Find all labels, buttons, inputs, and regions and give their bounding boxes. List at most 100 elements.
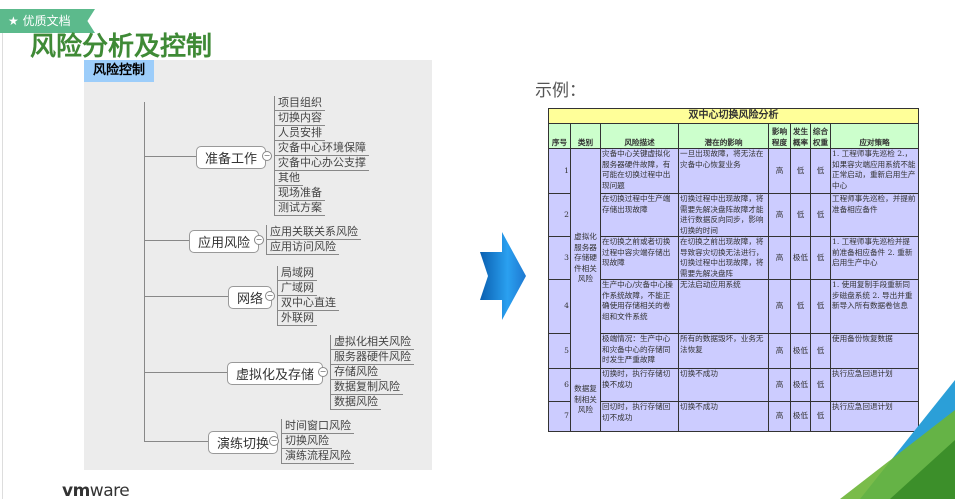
impact-degree: 高 (768, 279, 791, 334)
strategy: 使用备份恢复数据 (830, 333, 919, 369)
mindmap-branch: 准备工作 (196, 146, 267, 169)
impact-degree: 高 (768, 236, 791, 280)
collapse-icon: − (265, 291, 275, 301)
strategy: 工程师事先巡检，并提前准备相应备件 (830, 193, 919, 237)
collapse-icon: − (318, 367, 328, 377)
mindmap-leaf: 项目组织 (274, 96, 325, 111)
mindmap-leaf: 虚拟化相关风险 (330, 334, 414, 350)
mindmap-leaf: 局域网 (277, 266, 317, 281)
impact-degree: 高 (768, 148, 791, 194)
right-arrow-icon (480, 232, 526, 320)
risk-description: 生产中心/灾备中心操作系统故障，不能正确使用存储相关的卷组和文件系统 (600, 279, 679, 334)
column-header: 潜在的影响 (678, 123, 769, 149)
mindmap-leaf: 灾备中心环境保障 (274, 141, 369, 156)
quality-doc-badge: ★ 优质文档 (0, 9, 95, 33)
probability: 极低 (790, 401, 811, 432)
mindmap-leaf: 广域网 (277, 281, 317, 296)
slide-title: 风险分析及控制 (30, 32, 213, 62)
row-number: 4 (548, 279, 571, 334)
probability: 极低 (790, 368, 811, 402)
mindmap-leaf: 双中心直连 (277, 296, 339, 311)
example-label: 示例： (535, 81, 586, 101)
mindmap-leaf: 切换风险 (281, 433, 332, 449)
mindmap-connector (144, 240, 189, 241)
row-number: 5 (548, 333, 571, 369)
mindmap-leaf: 灾备中心办公支撑 (274, 156, 369, 171)
weight: 低 (810, 148, 831, 194)
collapse-icon: − (254, 235, 264, 245)
probability: 低 (790, 148, 811, 194)
star-icon: ★ (8, 14, 19, 28)
column-header: 综合权重 (810, 123, 831, 149)
risk-description: 在切换过程中生产端存储出现故障 (600, 193, 679, 237)
column-header: 应对策略 (830, 123, 919, 149)
mindmap-connector (144, 156, 196, 157)
mindmap-branch: 应用风险 (189, 230, 260, 253)
mindmap-spine (144, 102, 145, 441)
mindmap-branch: 网络 (228, 286, 273, 309)
row-number: 7 (548, 401, 571, 432)
column-header: 发生概率 (790, 123, 811, 149)
category-cell: 数据复制相关风险 (570, 368, 601, 432)
potential-impact: 切换过程中出现故障，将需要先解决盘阵故障才能进行数据反向同步，影响切换的时间 (678, 193, 769, 237)
risk-description: 灾备中心关键虚拟化服务器硬件故障，有可能在切换过程中出现问题 (600, 148, 679, 194)
mindmap-leaf: 时间窗口风险 (281, 418, 354, 434)
column-header: 序号 (548, 123, 571, 149)
table-title: 双中心切换风险分析 (548, 108, 919, 124)
mindmap-connector (144, 372, 227, 373)
mindmap-leaf: 现场准备 (274, 186, 325, 201)
column-header: 风险描述 (600, 123, 679, 149)
mindmap-leaf: 应用访问风险 (266, 240, 339, 255)
mindmap-leaf: 数据风险 (330, 394, 381, 410)
probability: 极低 (790, 236, 811, 280)
strategy: 1. 使用复制手段重新同步磁盘系统 2. 导出并重新导入所有数据卷信息 (830, 279, 919, 334)
potential-impact: 切换不成功 (678, 368, 769, 402)
risk-description: 切换时，执行存储切换不成功 (600, 368, 679, 402)
impact-degree: 高 (768, 193, 791, 237)
potential-impact: 切换不成功 (678, 401, 769, 432)
probability: 极低 (790, 333, 811, 369)
mindmap-leaf: 服务器硬件风险 (330, 349, 414, 365)
strategy: 执行应急回退计划 (830, 401, 919, 432)
weight: 低 (810, 368, 831, 402)
row-number: 1 (548, 148, 571, 194)
potential-impact: 一旦出现故障，将无法在灾备中心恢复业务 (678, 148, 769, 194)
mindmap-leaf: 应用关联关系风险 (266, 225, 361, 240)
risk-description: 在切换之前或者切换过程中容灾端存储出现故障 (600, 236, 679, 280)
collapse-icon: − (262, 151, 272, 161)
collapse-icon: − (269, 436, 279, 446)
column-header: 类别 (570, 123, 601, 149)
risk-description: 回切时，执行存储回切不成功 (600, 401, 679, 432)
impact-degree: 高 (768, 333, 791, 369)
mindmap-leaf: 数据复制风险 (330, 379, 403, 395)
weight: 低 (810, 236, 831, 280)
weight: 低 (810, 333, 831, 369)
mindmap-leaf: 人员安排 (274, 126, 325, 141)
mindmap: 风险控制 准备工作−项目组织切换内容人员安排灾备中心环境保障灾备中心办公支撑其他… (84, 60, 432, 470)
probability: 低 (790, 193, 811, 237)
category-cell: 虚拟化服务器存储硬件相关风险 (570, 148, 601, 369)
strategy: 1. 工程师事先巡检 2.，如果容灾端应用系统不能正常启动，重新启用生产中心 (830, 148, 919, 194)
mindmap-leaf: 外联网 (277, 311, 317, 326)
impact-degree: 高 (768, 401, 791, 432)
mindmap-leaf: 切换内容 (274, 111, 325, 126)
mindmap-leaf: 存储风险 (330, 364, 381, 380)
mindmap-leaf: 测试方案 (274, 201, 325, 216)
mindmap-root: 风险控制 (84, 60, 154, 82)
probability: 低 (790, 279, 811, 334)
weight: 低 (810, 193, 831, 237)
risk-description: 极端情况：生产中心和灾备中心的存储同时发生严重故障 (600, 333, 679, 369)
mindmap-branch: 虚拟化及存储 (227, 362, 324, 385)
corner-decoration (840, 380, 955, 499)
vmware-logo: vmware (62, 481, 130, 501)
strategy: 1. 工程师事先巡检并提前准备相应备件 2. 重新启用生产中心 (830, 236, 919, 280)
mindmap-connector (144, 296, 228, 297)
table-header-row: 序号类别风险描述潜在的影响影响程度发生概率综合权重应对策略 (548, 123, 919, 149)
